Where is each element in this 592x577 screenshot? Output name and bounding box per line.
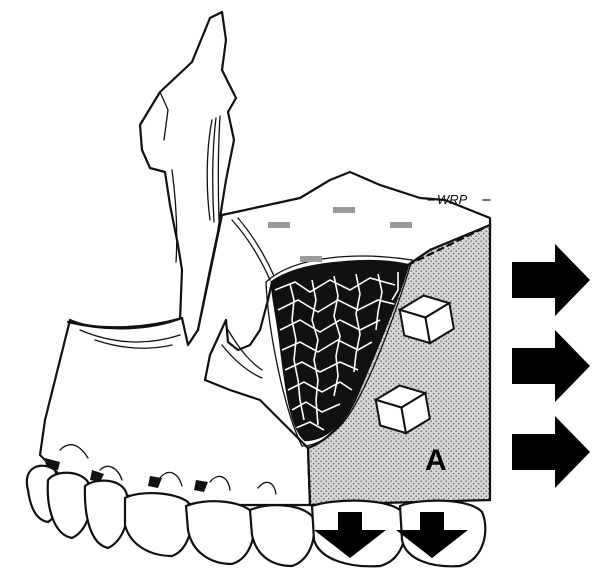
tooth <box>125 493 191 556</box>
rightward-arrows <box>512 244 590 488</box>
right-arrow-icon <box>512 244 590 316</box>
tooth <box>250 505 314 566</box>
region-label-a: A <box>425 444 447 477</box>
tooth <box>85 481 128 548</box>
artist-signature: WRP <box>437 192 468 207</box>
minus-icon <box>333 207 355 213</box>
tooth <box>186 501 254 564</box>
minus-icon <box>300 256 322 262</box>
minus-icon <box>268 222 290 228</box>
minus-icon <box>390 222 412 228</box>
right-arrow-icon <box>512 416 590 488</box>
right-arrow-icon <box>512 330 590 402</box>
